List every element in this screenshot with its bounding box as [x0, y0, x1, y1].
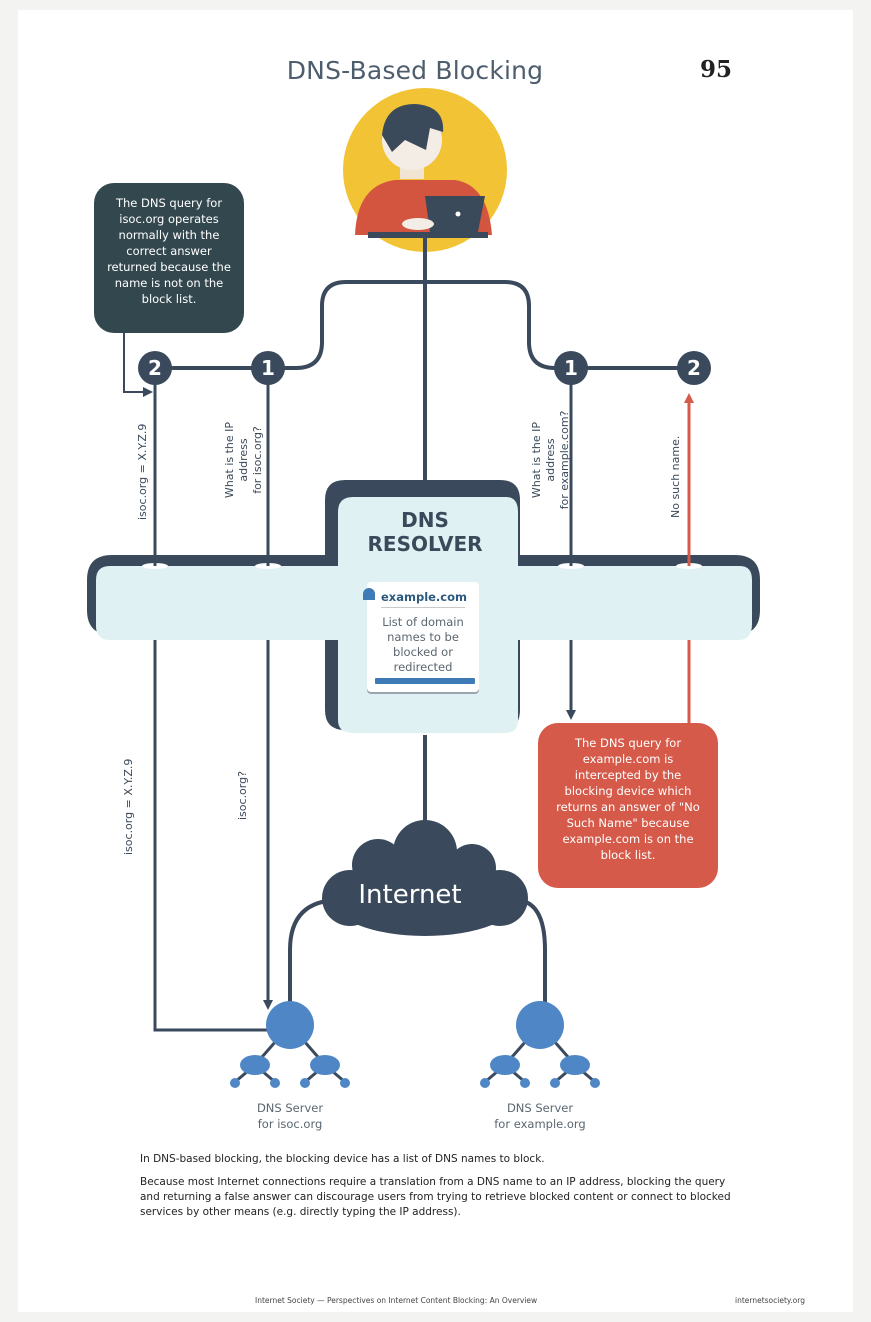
callout-blocked-query: The DNS query for example.com is interce… [538, 723, 718, 888]
resolver-title-line1: DNS [401, 508, 449, 532]
step-1-left: 1 [261, 356, 275, 380]
step-2-left: 2 [148, 356, 162, 380]
callout-pointer-arrow [123, 333, 153, 397]
user-avatar [343, 88, 507, 252]
blocklist-document: example.com List of domain names to be b… [363, 582, 479, 692]
page-title: DNS-Based Blocking [286, 56, 544, 85]
server-label-isoc-line1: DNS Server [256, 1101, 324, 1115]
step-2-left-circle [138, 351, 172, 385]
dns-server-example [480, 1001, 600, 1088]
label-query-isoc-top-line1: What is the IP address [223, 421, 250, 499]
label-query-isoc-top: What is the IP address for isoc.org? [223, 400, 265, 520]
label-answer-isoc-top: isoc.org = X.Y.Z.9 [136, 423, 149, 520]
label-query-isoc-bottom: isoc.org? [236, 771, 249, 820]
internet-cloud [322, 820, 528, 936]
label-query-isoc-top-line2: for isoc.org? [251, 426, 264, 494]
label-query-example-line1: What is the IP address [530, 421, 557, 499]
internet-label: Internet [358, 880, 462, 910]
step-1-right-circle [554, 351, 588, 385]
resolver-title-line2: RESOLVER [367, 532, 483, 556]
server-label-example-line1: DNS Server [506, 1101, 574, 1115]
label-no-such-name: No such name. [669, 435, 682, 518]
callout-normal-query: The DNS query for isoc.org operates norm… [94, 183, 244, 333]
document-tab-icon [363, 588, 375, 600]
caption-line1: In DNS-based blocking, the blocking devi… [140, 1153, 545, 1165]
footer-site: internetsociety.org [735, 1296, 805, 1305]
server-label-isoc-line2: for isoc.org [257, 1117, 323, 1131]
caption-line2: Because most Internet connections requir… [140, 1176, 731, 1218]
page-number: 95 [700, 56, 733, 83]
query-lines [153, 380, 694, 1032]
step-circles: 2 1 1 2 [138, 351, 711, 385]
blocklist-domain: example.com [381, 590, 467, 608]
server-label-example: DNS Server for example.org [480, 1100, 600, 1132]
server-label-example-line2: for example.org [494, 1117, 586, 1131]
document-bar [375, 678, 475, 684]
label-query-example-line2: for example.com? [558, 410, 571, 510]
step-1-right: 1 [564, 356, 578, 380]
resolver-title: DNS RESOLVER [340, 508, 510, 556]
step-2-right-circle [677, 351, 711, 385]
blocklist-description: List of domain names to be blocked or re… [382, 615, 464, 674]
label-query-example: What is the IP address for example.com? [530, 400, 572, 520]
step-1-left-circle [251, 351, 285, 385]
server-label-isoc: DNS Server for isoc.org [240, 1100, 340, 1132]
dns-server-isoc [230, 1001, 350, 1088]
step-2-right: 2 [687, 356, 701, 380]
footer-publication: Internet Society — Perspectives on Inter… [255, 1296, 538, 1305]
label-answer-isoc-bottom: isoc.org = X.Y.Z.9 [122, 758, 135, 855]
